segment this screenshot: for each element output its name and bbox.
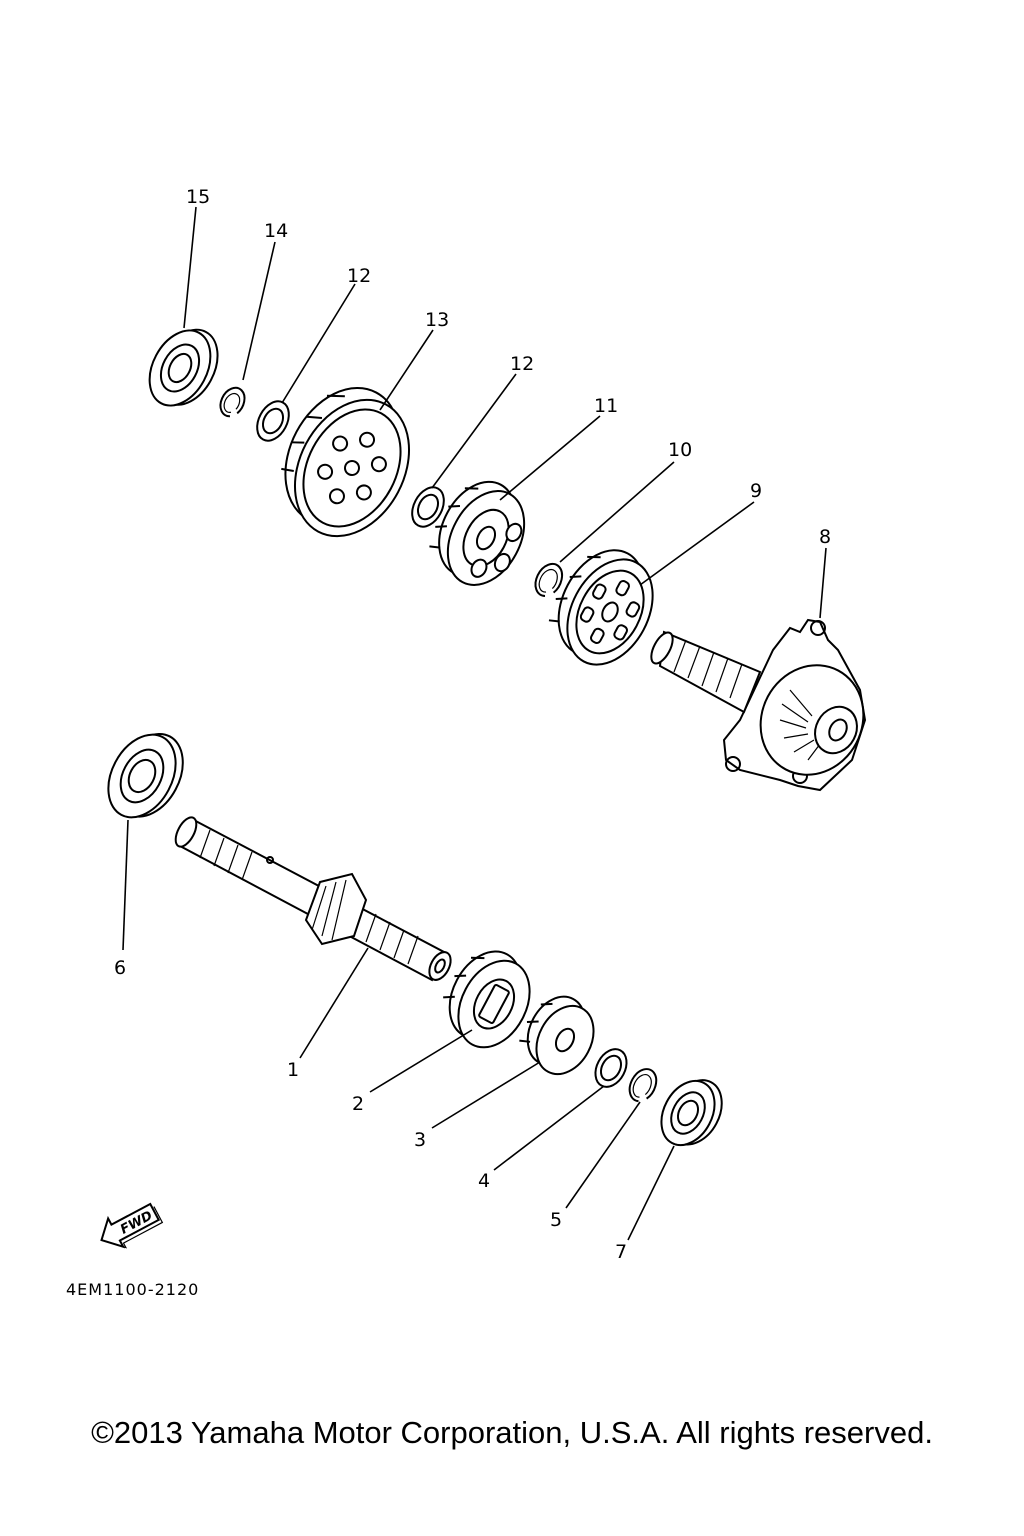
part-7-bearing	[660, 1079, 723, 1147]
part-4-washer	[594, 1048, 628, 1088]
callout-2: 2	[352, 1093, 364, 1115]
callout-12-lower: 12	[510, 353, 534, 375]
part-2-gear	[443, 950, 531, 1049]
diagram-part-code: 4EM1100-2120	[66, 1280, 199, 1299]
part-15-bearing	[148, 328, 219, 407]
fwd-arrow-icon: FWD	[100, 1202, 164, 1249]
callout-10: 10	[668, 439, 692, 461]
part-14-circlip	[219, 386, 246, 418]
callout-11: 11	[594, 395, 618, 417]
part-11-gear	[429, 480, 526, 586]
callout-14: 14	[264, 220, 288, 242]
part-9-gear	[548, 549, 654, 666]
part-5-circlip	[628, 1068, 658, 1103]
callout-6: 6	[114, 957, 126, 979]
callout-3: 3	[414, 1129, 426, 1151]
part-3-gear	[519, 995, 595, 1076]
part-12-washer-upper	[256, 400, 290, 442]
part-8-output-shaft	[650, 618, 867, 792]
callout-4: 4	[478, 1170, 490, 1192]
callout-9: 9	[750, 480, 762, 502]
part-12-washer-lower	[411, 486, 445, 528]
leader-lines	[122, 206, 827, 1241]
callout-1: 1	[287, 1059, 299, 1081]
callout-15: 15	[186, 186, 210, 208]
part-13-gear	[281, 387, 411, 538]
part-6-bearing	[107, 732, 184, 819]
callout-8: 8	[819, 526, 831, 548]
callout-5: 5	[550, 1209, 562, 1231]
copyright-notice: ©2013 Yamaha Motor Corporation, U.S.A. A…	[91, 1415, 933, 1450]
callout-13: 13	[425, 309, 449, 331]
callout-7: 7	[615, 1241, 627, 1263]
callout-12-upper: 12	[347, 265, 371, 287]
part-1-main-shaft	[174, 816, 452, 982]
callout-labels: 15 14 12 13 12 11 10 9 8 6 1 2 3 4 5 7	[114, 186, 831, 1263]
part-10-circlip	[534, 562, 564, 598]
